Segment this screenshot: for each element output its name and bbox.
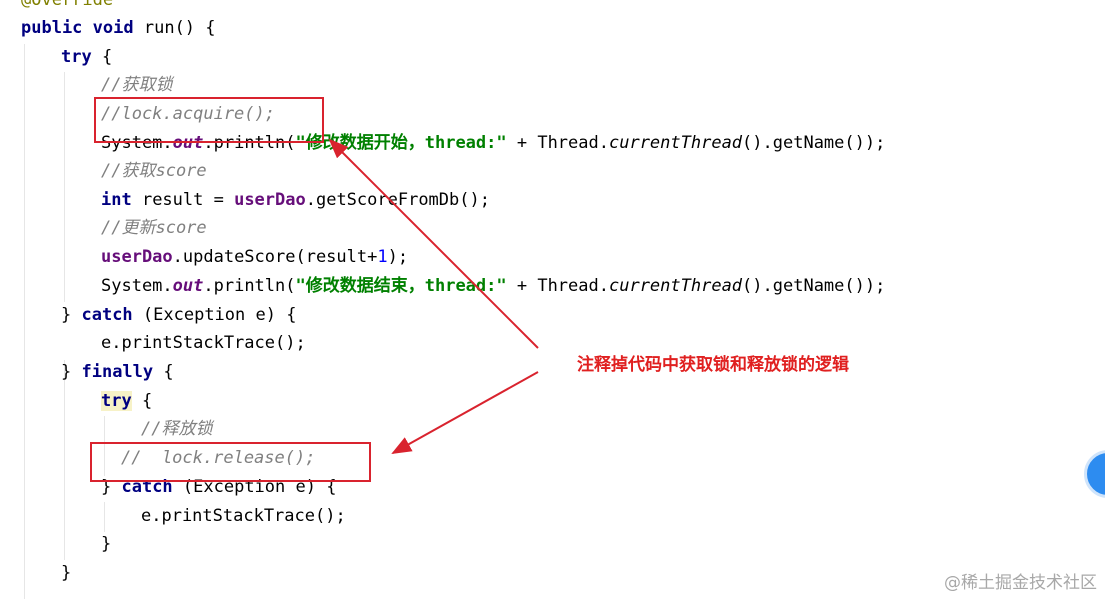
code-line[interactable]: //获取score: [101, 157, 207, 186]
field-token: out: [172, 276, 204, 296]
code-text: + Thread.: [506, 133, 609, 153]
code-line[interactable]: public void run() {: [21, 14, 216, 43]
code-text: System.: [101, 133, 173, 153]
comment-token: // lock.release();: [121, 448, 316, 468]
watermark: @稀土掘金技术社区: [944, 573, 1097, 593]
keyword-token: public: [21, 18, 83, 38]
code-text: {: [91, 47, 113, 67]
keyword-token: finally: [81, 362, 154, 382]
code-line[interactable]: } catch (Exception e) {: [101, 473, 336, 502]
keyword-token: catch: [81, 305, 133, 325]
code-line[interactable]: @Override: [21, 0, 113, 15]
field-token: userDao: [101, 247, 173, 267]
code-text: (Exception e) {: [172, 477, 337, 497]
code-line[interactable]: int result = userDao.getScoreFromDb();: [101, 186, 490, 215]
comment-token: //获取score: [101, 161, 207, 181]
method-token: currentThread: [608, 276, 743, 296]
field-token: userDao: [234, 190, 306, 210]
keyword-token: try: [61, 47, 92, 67]
code-line[interactable]: System.out.println("修改数据开始，thread:" + Th…: [101, 129, 885, 158]
code-text: (Exception e) {: [132, 305, 297, 325]
code-line[interactable]: // lock.release();: [121, 444, 315, 473]
method-token: currentThread: [608, 133, 743, 153]
code-text: .println(: [203, 133, 296, 153]
code-text: System.: [101, 276, 173, 296]
comment-token: //获取锁: [101, 75, 173, 95]
code-line[interactable]: //释放锁: [141, 415, 212, 444]
keyword-token: catch: [121, 477, 173, 497]
annotation-token: @Override: [21, 0, 114, 10]
code-line[interactable]: e.printStackTrace();: [141, 502, 346, 531]
indent-guide: [64, 72, 65, 302]
code-text: + Thread.: [506, 276, 609, 296]
field-token: out: [172, 133, 204, 153]
code-line[interactable]: //lock.acquire();: [101, 100, 275, 129]
code-text: e.printStackTrace();: [101, 333, 306, 353]
code-text: ().getName());: [742, 133, 886, 153]
code-text: );: [387, 247, 409, 267]
code-text: .updateScore(result+: [172, 247, 378, 267]
arrow-to-release: [391, 371, 539, 454]
indent-guide: [104, 502, 105, 532]
indent-guide: [64, 360, 65, 560]
code-line[interactable]: userDao.updateScore(result+1);: [101, 243, 408, 272]
code-line[interactable]: //获取锁: [101, 71, 172, 100]
code-text: }: [61, 305, 82, 325]
keyword-token: void: [92, 18, 134, 38]
code-line[interactable]: } catch (Exception e) {: [61, 301, 296, 330]
code-line[interactable]: } finally {: [61, 358, 174, 387]
code-line[interactable]: //更新score: [101, 214, 207, 243]
code-text: .getScoreFromDb();: [305, 190, 490, 210]
code-text: run() {: [133, 18, 216, 38]
indent-guide: [104, 416, 105, 476]
string-token: "修改数据结束，thread:": [295, 276, 507, 296]
code-text: }: [101, 477, 122, 497]
code-text: {: [153, 362, 174, 382]
number-token: 1: [377, 247, 388, 267]
code-text: result =: [131, 190, 235, 210]
code-line[interactable]: System.out.println("修改数据结束，thread:" + Th…: [101, 272, 885, 301]
comment-token: //更新score: [101, 218, 207, 238]
code-line[interactable]: }: [101, 530, 111, 559]
code-line[interactable]: try {: [101, 387, 152, 416]
arrow-to-acquire: [328, 138, 539, 349]
keyword-token: int: [101, 190, 132, 210]
code-text: }: [61, 563, 72, 583]
code-text: }: [61, 362, 82, 382]
highlight-box-acquire: [94, 97, 324, 143]
keyword-token: try: [101, 391, 132, 411]
code-line[interactable]: try {: [61, 43, 112, 72]
code-text: e.printStackTrace();: [141, 506, 346, 526]
code-line[interactable]: e.printStackTrace();: [101, 329, 306, 358]
code-text: {: [131, 391, 153, 411]
code-text: .println(: [203, 276, 296, 296]
annotation-note: 注释掉代码中获取锁和释放锁的逻辑: [577, 355, 849, 375]
code-text: }: [101, 534, 112, 554]
comment-token: //lock.acquire();: [101, 104, 275, 124]
comment-token: //释放锁: [141, 419, 213, 439]
code-text: ().getName());: [742, 276, 886, 296]
highlight-box-release: [90, 442, 371, 482]
code-line[interactable]: }: [61, 559, 71, 588]
indent-guide: [24, 44, 25, 599]
